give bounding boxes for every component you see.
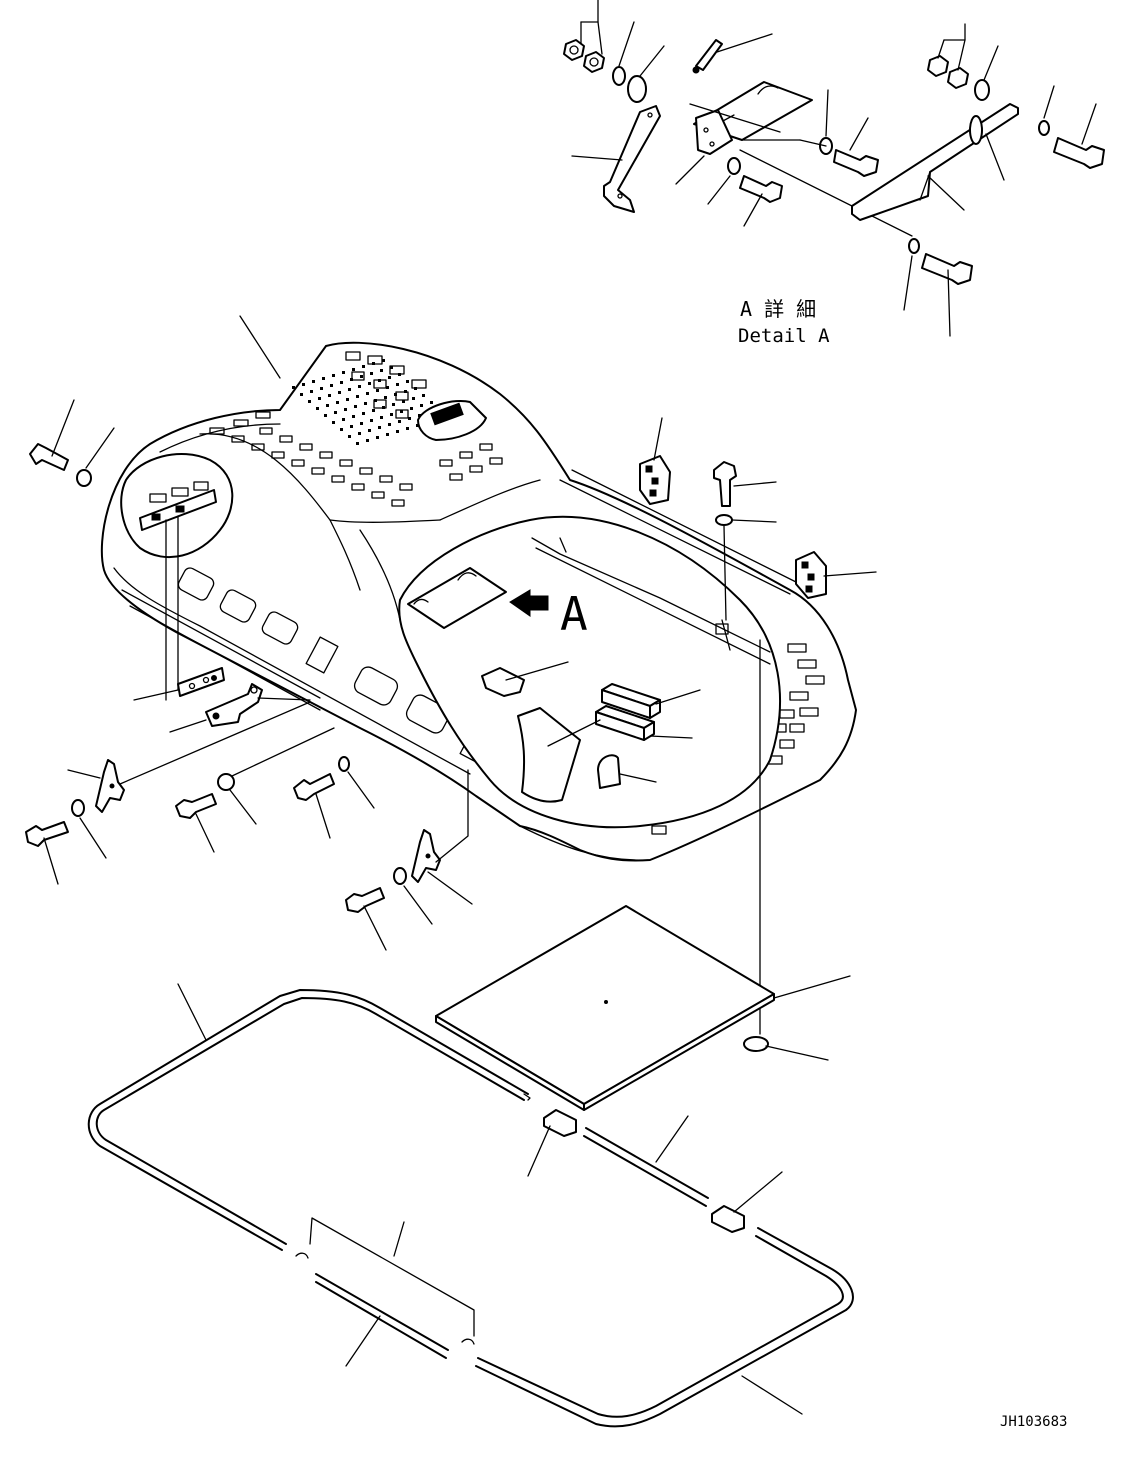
seal xyxy=(87,989,854,1428)
cutaway-left xyxy=(120,453,234,558)
bolt xyxy=(713,461,737,507)
seal-corner xyxy=(543,1109,577,1137)
bracket xyxy=(603,105,661,213)
corner-clip xyxy=(639,455,671,505)
washer xyxy=(627,75,647,103)
cab-cover xyxy=(100,341,877,1035)
bolt xyxy=(739,175,783,203)
floor-panel xyxy=(435,905,775,1111)
washer xyxy=(727,157,741,175)
view-marker-a: A xyxy=(560,587,588,641)
washer xyxy=(974,79,990,101)
washer xyxy=(76,469,92,487)
bolt xyxy=(921,253,973,285)
bolt xyxy=(29,443,69,471)
view-arrow xyxy=(509,589,549,617)
washer xyxy=(1038,120,1050,136)
detail-title-en: Detail A xyxy=(738,325,830,347)
latch xyxy=(95,759,125,813)
nut xyxy=(583,51,605,73)
detail-a-assembly xyxy=(563,0,1105,337)
corner-clip xyxy=(795,551,827,599)
bolt xyxy=(833,149,879,177)
bolt xyxy=(25,821,69,847)
detail-title-jp: A 詳 細 xyxy=(740,297,816,321)
latch-bracket xyxy=(205,683,263,727)
bolt xyxy=(175,793,217,819)
washer xyxy=(338,756,350,772)
bracket-plate xyxy=(177,667,225,697)
washer xyxy=(71,799,85,817)
rubber-plug xyxy=(743,1036,769,1052)
nut xyxy=(927,55,949,77)
drawing-number: JH103683 xyxy=(1000,1414,1067,1430)
bolt xyxy=(345,887,385,913)
washer xyxy=(393,867,407,885)
cutaway-center xyxy=(398,515,781,829)
latch xyxy=(411,829,441,883)
washer xyxy=(217,773,235,791)
bolt xyxy=(293,773,335,801)
washer xyxy=(715,514,733,526)
nut xyxy=(563,39,585,61)
washer xyxy=(908,238,920,254)
nut xyxy=(947,67,969,89)
washer xyxy=(612,66,626,86)
pin xyxy=(692,39,723,74)
seal-corner xyxy=(711,1205,745,1233)
bolt xyxy=(1053,137,1105,169)
